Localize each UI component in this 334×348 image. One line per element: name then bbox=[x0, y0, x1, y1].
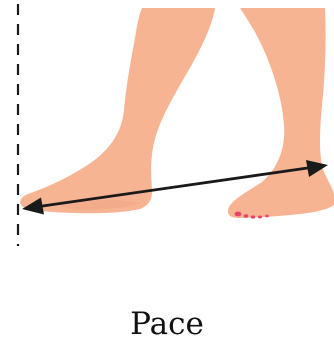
rear-foot-icon bbox=[20, 8, 215, 213]
front-foot-icon bbox=[228, 8, 334, 219]
diagram-caption: Pace bbox=[0, 306, 334, 342]
